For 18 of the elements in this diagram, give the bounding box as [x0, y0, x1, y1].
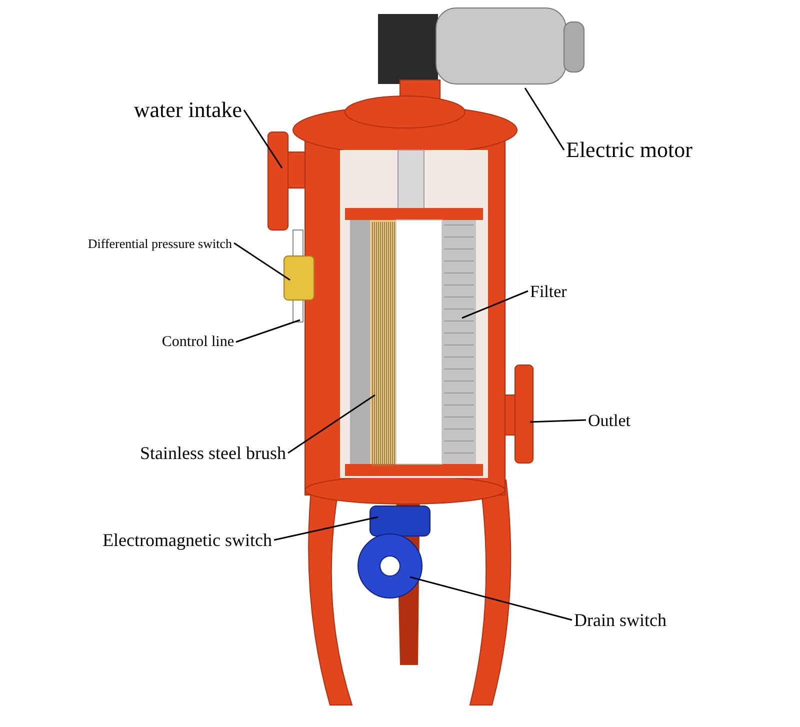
leader-line [236, 319, 300, 343]
part-label: Electric motor [566, 136, 736, 164]
leader-line [234, 242, 290, 281]
leader-line [530, 419, 586, 423]
leader-line [243, 110, 283, 168]
part-label: Control line [120, 332, 234, 352]
part-label: water intake [100, 96, 242, 124]
part-label: Electromagnetic switch [40, 528, 272, 552]
leader-line [274, 516, 378, 541]
part-label: Filter [530, 280, 590, 302]
leader-line [410, 576, 572, 621]
part-label: Stainless steel brush [80, 441, 286, 465]
leader-line [288, 394, 376, 454]
leader-line [462, 290, 528, 319]
leader-line [524, 88, 565, 150]
part-label: Differential pressure switch [40, 234, 232, 252]
part-label: Outlet [588, 409, 658, 431]
part-label: Drain switch [574, 608, 704, 632]
